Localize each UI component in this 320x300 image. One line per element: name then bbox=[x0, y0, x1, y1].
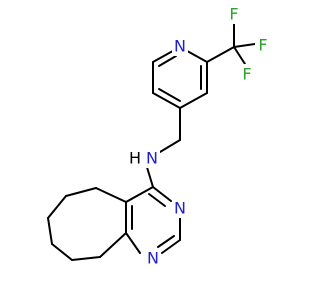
fluorine-label-top: F bbox=[229, 5, 238, 24]
bond-hept-c7-c8 bbox=[47, 217, 53, 245]
bond-hept-c9-c9a bbox=[71, 256, 101, 261]
bond-hept-c9a-c8a bbox=[99, 232, 127, 258]
bond-pyr-c4-c5 bbox=[152, 92, 181, 109]
fluorine-label-bottom: F bbox=[242, 65, 251, 84]
bond-cf3-f-right bbox=[233, 43, 256, 48]
bond-hept-c6-c7 bbox=[47, 195, 67, 219]
bond-hept-c4a-c5 bbox=[95, 187, 127, 203]
bond-pym-c4a-c4 bbox=[125, 186, 154, 203]
pyrimidine-nitrogen-lower-label: N bbox=[147, 249, 159, 268]
amine-nitrogen-label: N bbox=[146, 149, 158, 168]
bond-pyr-c3-c4 bbox=[179, 92, 208, 109]
pyridine-nitrogen-label: N bbox=[174, 37, 186, 56]
bond-ch2-nh bbox=[159, 139, 181, 153]
bond-pym-c4-n3 bbox=[152, 186, 172, 202]
bond-hept-c8-c9 bbox=[51, 243, 73, 261]
structure-drawing: N F F F N H N N bbox=[47, 4, 271, 268]
bond-pyr-c6-n-double bbox=[158, 55, 177, 67]
amine-hydrogen-label: H bbox=[129, 149, 141, 168]
bond-pym-n1-c8a bbox=[125, 232, 141, 254]
atom-label-layer: N F F F N H N N bbox=[126, 4, 271, 268]
fluorine-label-right: F bbox=[258, 36, 267, 55]
bond-pym-c2-n1-double bbox=[157, 235, 175, 248]
pyrimidine-nitrogen-upper-label: N bbox=[174, 199, 186, 218]
bond-layer bbox=[47, 23, 256, 261]
bond-pyr-c4-c5-double bbox=[158, 88, 181, 102]
bond-pym-c4-n3-double bbox=[148, 193, 166, 207]
bond-cf3-f-bottom bbox=[233, 46, 246, 65]
bond-pym-c2-n1 bbox=[161, 239, 181, 254]
bond-c2-cf3 bbox=[206, 46, 235, 63]
bond-hept-c5-c6 bbox=[65, 187, 97, 197]
molecule-diagram: N F F F N H N N bbox=[47, 4, 271, 268]
